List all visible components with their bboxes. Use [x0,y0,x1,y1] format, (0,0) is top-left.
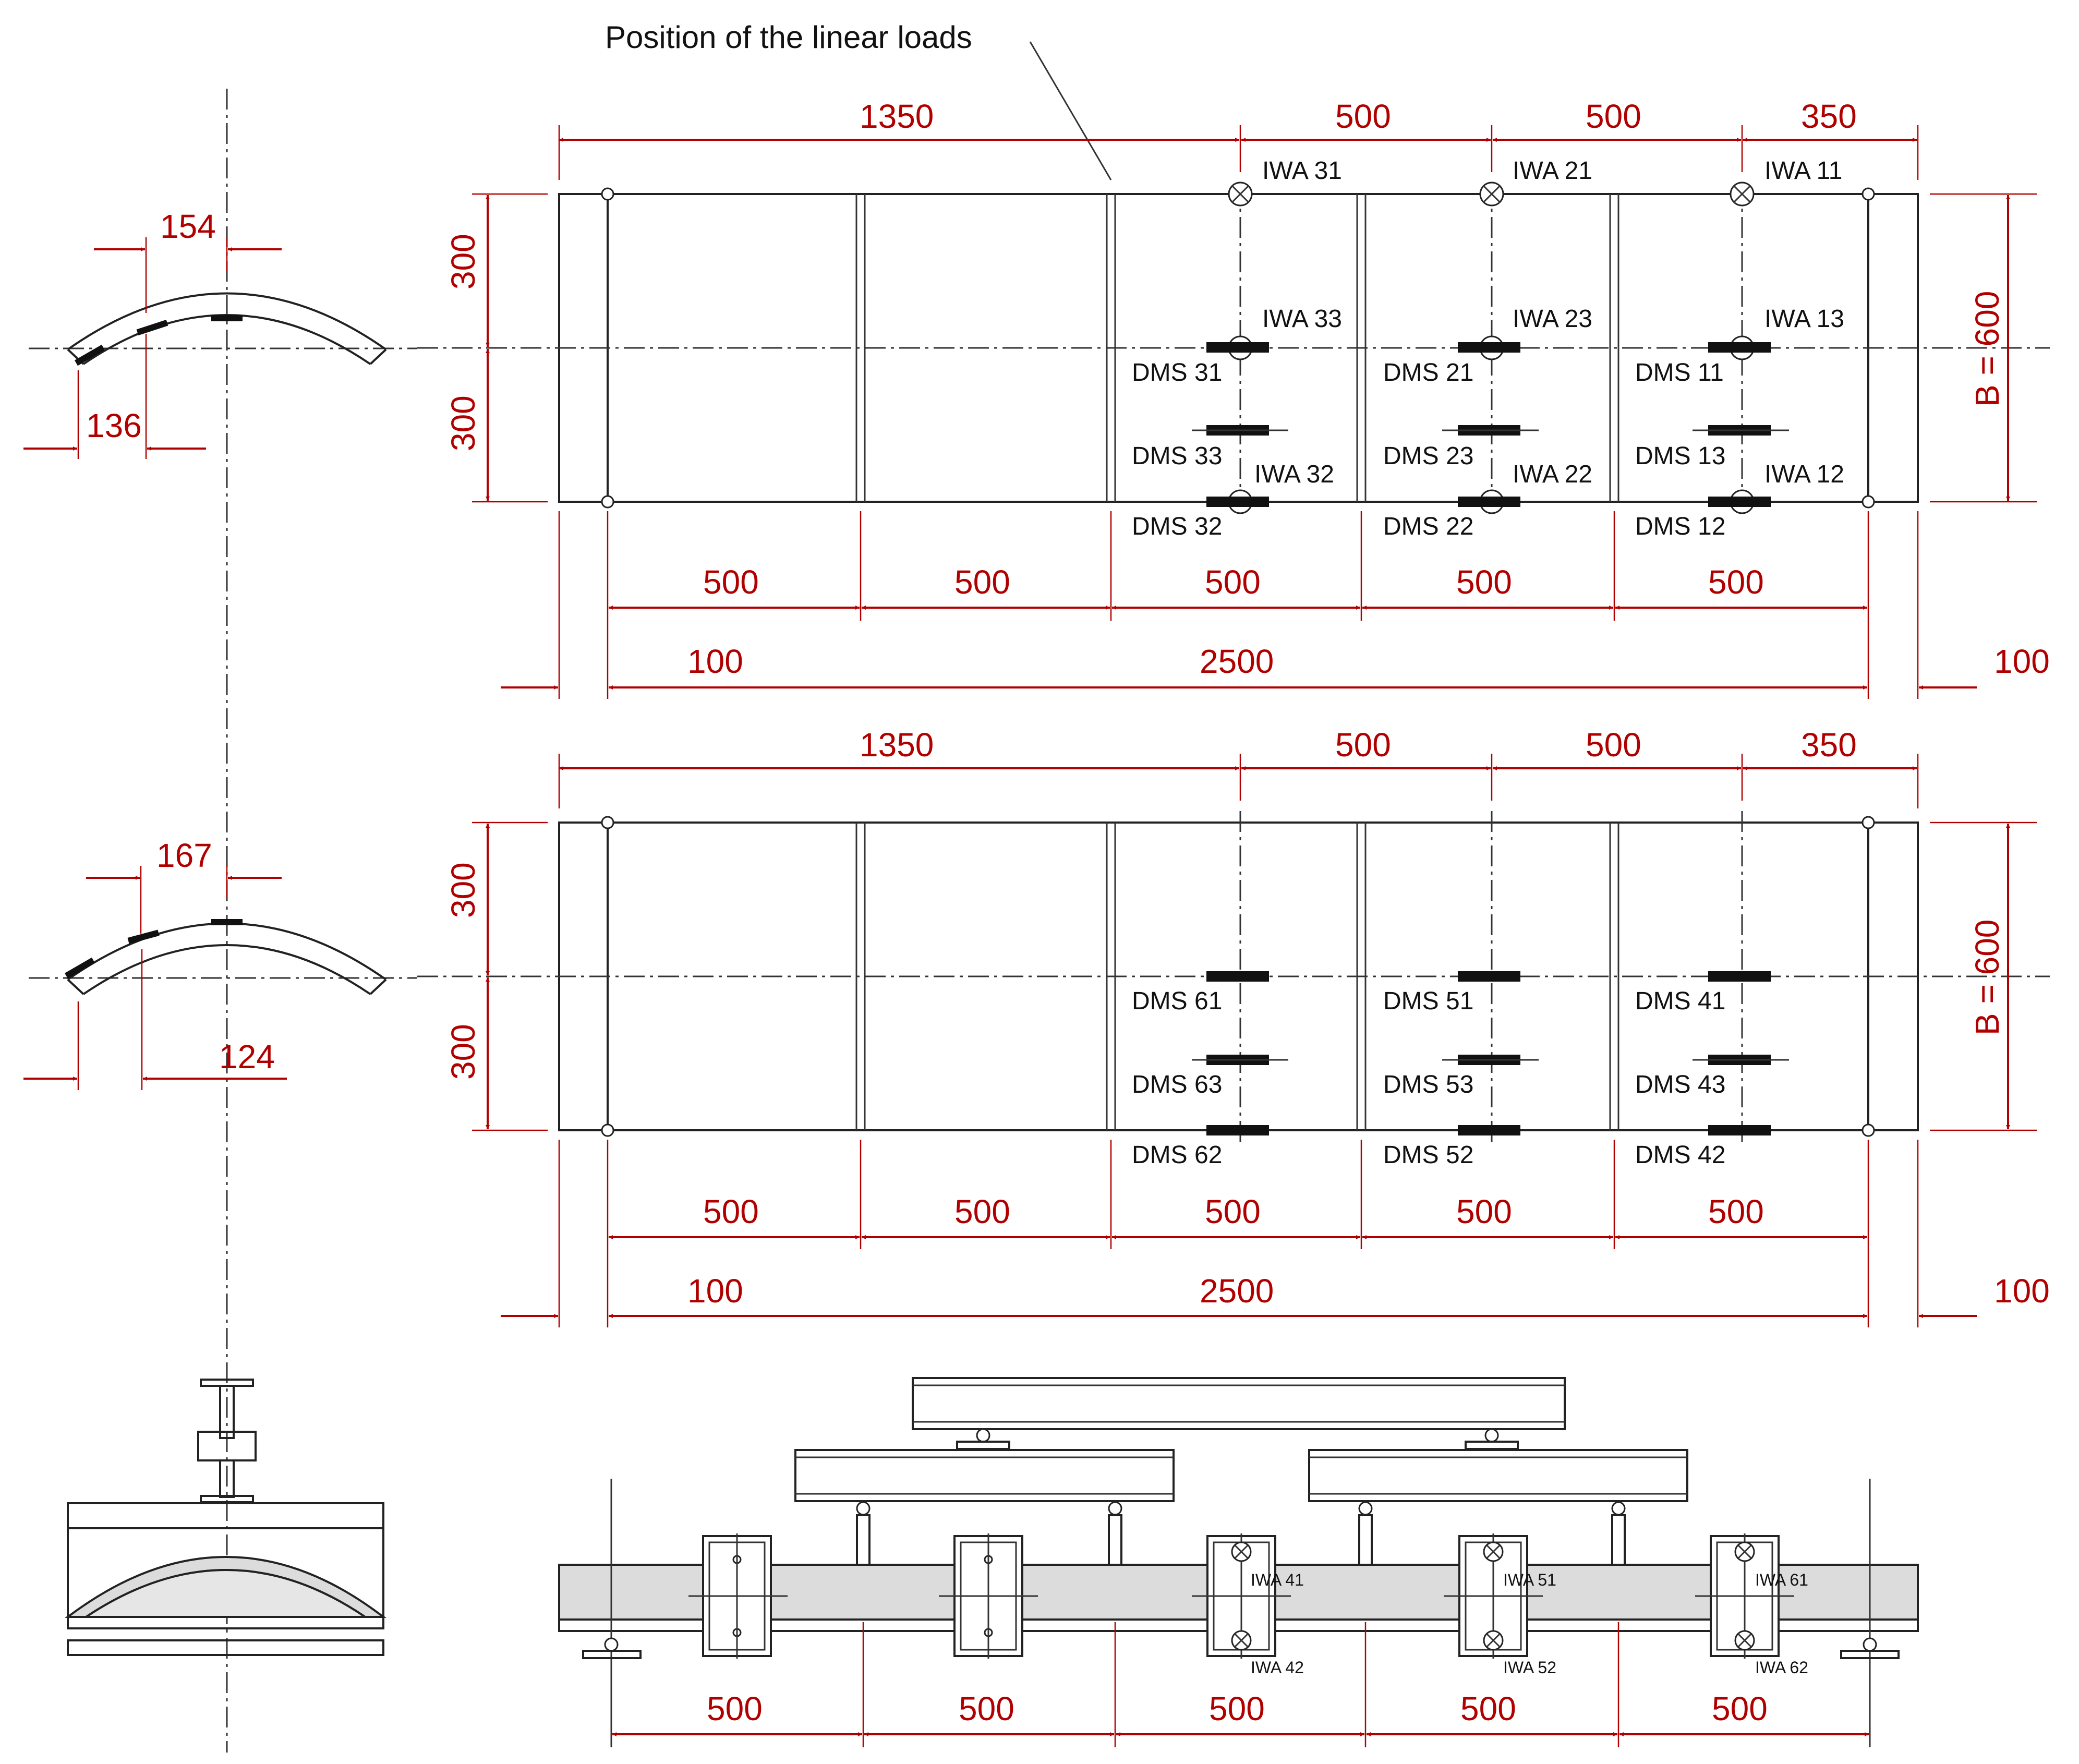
dim-e3-500: 500 [1209,1690,1265,1727]
section-frame-top [67,1502,384,1529]
dim-top-1350: 1350 [860,98,934,135]
dim-top2-500b: 500 [1586,726,1641,764]
dim-100-right: 100 [1994,643,2050,680]
dim-top2-350: 350 [1801,726,1857,764]
dim-154: 154 [160,208,216,245]
label-dms-63: DMS 63 [1132,1071,1222,1098]
label-dms-53: DMS 53 [1383,1071,1473,1098]
dim2-2500: 2500 [1200,1272,1274,1310]
label-iwa-12: IWA 12 [1764,461,1844,488]
dms-gauges-bottom [1192,971,1789,1135]
shell-arc-inner-2 [82,944,371,995]
gauge-bottom-mid [127,929,160,944]
dim-left2-300b: 300 [444,1024,482,1080]
clamp-plates [688,1533,1794,1659]
dim-e4-500: 500 [1460,1690,1516,1727]
gauge-bottom-crown [211,919,243,925]
dim-b1-500: 500 [703,563,759,601]
label-iwa-23: IWA 23 [1513,305,1592,333]
label-dms-61: DMS 61 [1132,987,1222,1015]
label-iwa-52: IWA 52 [1503,1658,1556,1677]
label-dms-31: DMS 31 [1132,359,1222,386]
label-dms-41: DMS 41 [1635,987,1725,1015]
dim-e5-500: 500 [1712,1690,1768,1727]
label-dms-22: DMS 22 [1383,513,1473,540]
label-iwa-21: IWA 21 [1513,157,1592,185]
label-iwa-31: IWA 31 [1262,157,1342,185]
label-dms-42: DMS 42 [1635,1141,1725,1169]
dim-100-left: 100 [687,643,743,680]
label-dms-52: DMS 52 [1383,1141,1473,1169]
dim-top2-500a: 500 [1335,726,1391,764]
label-iwa-32: IWA 32 [1254,461,1334,488]
label-iwa-41: IWA 41 [1251,1570,1304,1589]
dim-b2-5-500: 500 [1708,1193,1764,1230]
dim-b2-2-500: 500 [954,1193,1010,1230]
label-iwa-11: IWA 11 [1764,157,1842,185]
title-group: Position of the linear loads [605,20,1112,180]
dim-136: 136 [86,407,142,444]
cross-section-top: 154 136 [23,89,417,1753]
gauge-top-edge [75,344,105,366]
dim2-100-left: 100 [687,1272,743,1310]
label-iwa-61: IWA 61 [1755,1570,1808,1589]
label-dms-62: DMS 62 [1132,1141,1222,1169]
title-text: Position of the linear loads [605,20,972,55]
title-leader-line [1029,41,1112,180]
label-dms-23: DMS 23 [1383,442,1473,470]
dim-left-300b: 300 [444,395,482,451]
dim-b4-500: 500 [1456,563,1512,601]
dim-b5-500: 500 [1708,563,1764,601]
label-dms-33: DMS 33 [1132,442,1222,470]
plan-bottom: DMS 61 DMS 51 DMS 41 DMS 63 DMS 53 DMS 4… [417,726,2050,1327]
label-dms-43: DMS 43 [1635,1071,1725,1098]
label-dms-11: DMS 11 [1635,359,1724,386]
dim-left-300a: 300 [444,234,482,289]
label-dms-32: DMS 32 [1132,513,1222,540]
label-iwa-62: IWA 62 [1755,1658,1808,1677]
dim-2500: 2500 [1200,643,1274,680]
label-dms-51: DMS 51 [1383,987,1473,1015]
gauge-top-crown [211,315,243,321]
shell-arc-outer [67,292,387,351]
dim-b2-500: 500 [954,563,1010,601]
gauge-bottom-edge [65,957,95,979]
label-iwa-51: IWA 51 [1503,1570,1556,1589]
dim-e1-500: 500 [707,1690,763,1727]
dim-e2-500: 500 [959,1690,1014,1727]
label-iwa-13: IWA 13 [1764,305,1844,333]
label-iwa-42: IWA 42 [1251,1658,1304,1677]
dim-124: 124 [219,1038,275,1076]
dim-b2-4-500: 500 [1456,1193,1512,1230]
spreader-beam-top [912,1377,1566,1430]
dim-167: 167 [156,837,212,874]
dim2-100-right: 100 [1994,1272,2050,1310]
dim-right-width: B = 600 [1968,291,2006,407]
label-iwa-33: IWA 33 [1262,305,1342,333]
dim-top2-1350: 1350 [860,726,934,764]
dim-top-500a: 500 [1335,98,1391,135]
dim-b3-500: 500 [1205,563,1261,601]
dim-top-350: 350 [1801,98,1857,135]
label-dms-12: DMS 12 [1635,513,1725,540]
cross-section-elevation [65,1379,386,1656]
dim-b2-1-500: 500 [703,1193,759,1230]
cross-section-bottom: 167 124 [23,837,417,1090]
spreader-beam-left [794,1449,1175,1502]
dim-right2-width: B = 600 [1968,920,2006,1035]
spreader-beam-right [1308,1449,1688,1502]
section-frame-bottom [67,1639,384,1656]
dim-left2-300a: 300 [444,862,482,918]
label-iwa-22: IWA 22 [1513,461,1592,488]
label-dms-13: DMS 13 [1635,442,1725,470]
elevation-view: IWA 41 IWA 51 IWA 61 IWA 42 IWA 52 IWA 6… [558,1377,1919,1747]
dim-top-500b: 500 [1586,98,1641,135]
label-dms-21: DMS 21 [1383,359,1473,386]
plan-top: IWA 31 IWA 21 IWA 11 IWA 33 IWA 23 IWA 1… [417,98,2050,699]
dim-b2-3-500: 500 [1205,1193,1261,1230]
gauge-top-mid [136,320,168,335]
dms-gauges-top [1192,342,1789,507]
